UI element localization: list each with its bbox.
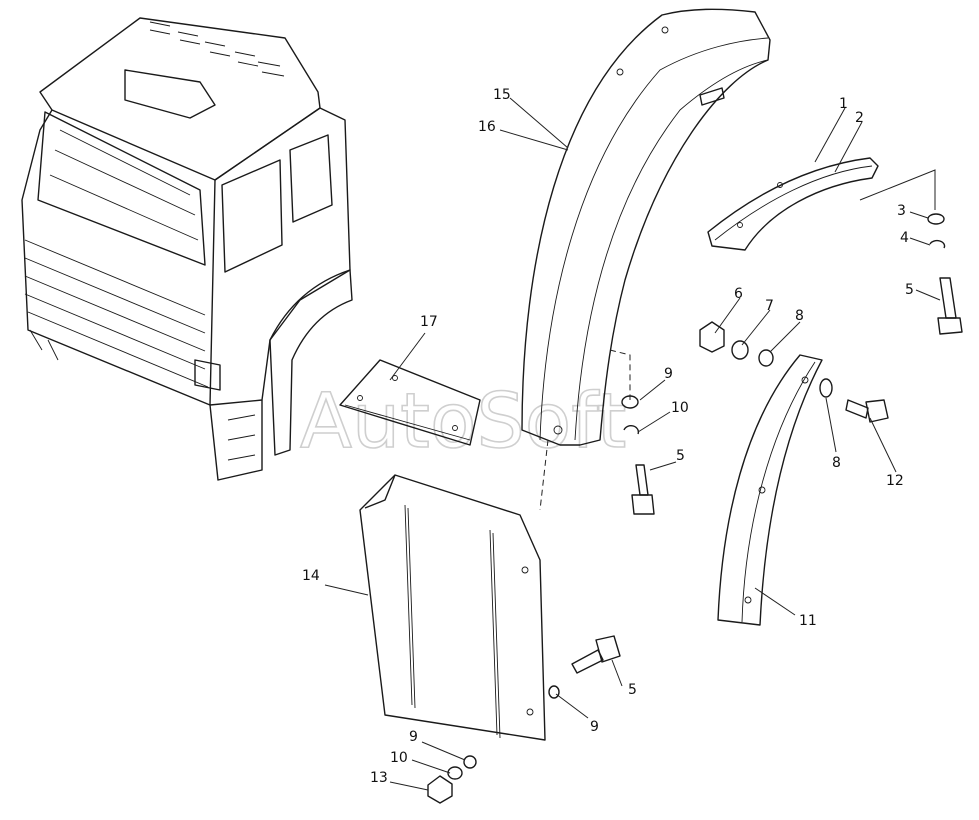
callout-5-mid: 5 bbox=[676, 448, 685, 464]
callout-6: 6 bbox=[734, 286, 743, 302]
mounting-plate bbox=[339, 359, 481, 446]
callout-13: 13 bbox=[370, 770, 388, 786]
callout-16: 16 bbox=[478, 119, 496, 135]
mud-flap bbox=[359, 474, 546, 741]
callout-10-bottom: 10 bbox=[390, 750, 408, 766]
hardware-items bbox=[427, 213, 963, 804]
callout-1: 1 bbox=[839, 96, 848, 112]
leader-lines bbox=[324, 97, 941, 791]
callout-14: 14 bbox=[302, 568, 320, 584]
truck-cab-illustration bbox=[21, 17, 353, 481]
callout-11: 11 bbox=[799, 613, 817, 629]
curved-support bbox=[717, 354, 823, 626]
callout-4: 4 bbox=[900, 230, 909, 246]
wheel-arch-fender bbox=[521, 8, 771, 446]
callout-3: 3 bbox=[897, 203, 906, 219]
callout-9-bottom-left: 9 bbox=[409, 729, 418, 745]
callout-12: 12 bbox=[886, 473, 904, 489]
callout-8-top: 8 bbox=[795, 308, 804, 324]
bracket-strip bbox=[707, 157, 879, 251]
callout-9-mid: 9 bbox=[664, 366, 673, 382]
callout-9-bottom-right: 9 bbox=[590, 719, 599, 735]
callout-7: 7 bbox=[765, 298, 774, 314]
callout-8-bottom: 8 bbox=[832, 455, 841, 471]
watermark: AutoSoft bbox=[300, 376, 626, 465]
callout-15: 15 bbox=[493, 87, 511, 103]
callout-5-bottom: 5 bbox=[628, 682, 637, 698]
assembly-line-bracket bbox=[859, 169, 936, 210]
assembly-line-fender-flap bbox=[539, 439, 549, 511]
callout-10-mid: 10 bbox=[671, 400, 689, 416]
callout-17: 17 bbox=[420, 314, 438, 330]
callout-labels: 1 2 3 4 5 6 7 8 9 10 11 12 13 14 15 16 1… bbox=[302, 87, 914, 786]
callout-5-top: 5 bbox=[905, 282, 914, 298]
callout-2: 2 bbox=[855, 110, 864, 126]
assembly-line-fender-bolt bbox=[609, 349, 631, 400]
